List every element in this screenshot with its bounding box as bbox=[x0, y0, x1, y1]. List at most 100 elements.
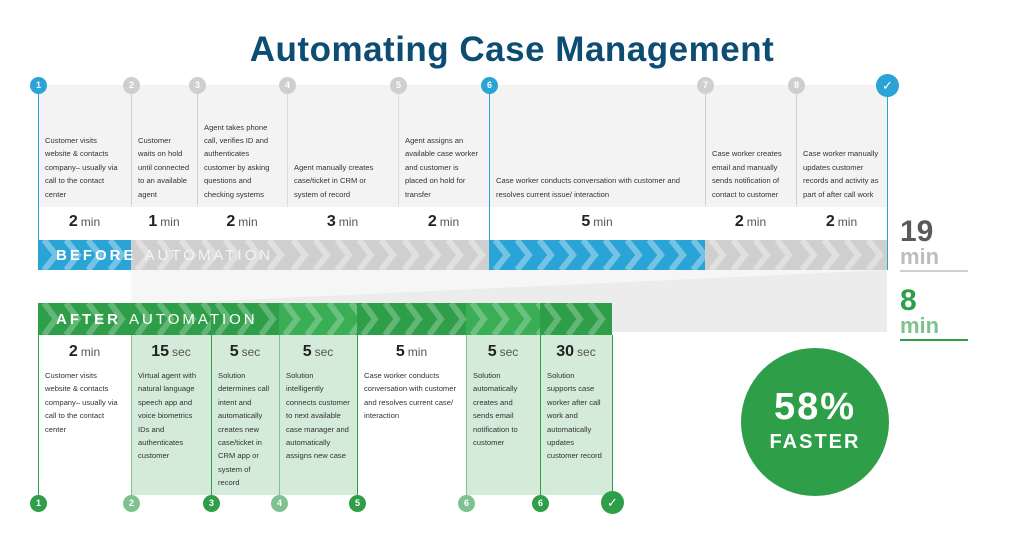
before-step-badge: 7 bbox=[697, 77, 714, 94]
before-divider-line bbox=[131, 85, 132, 205]
after-step-time-unit: sec bbox=[577, 345, 596, 359]
after-step-time-unit: min bbox=[407, 345, 428, 359]
after-step-time-number: 30 bbox=[556, 343, 575, 360]
after-step-column bbox=[211, 335, 279, 495]
before-divider-line bbox=[197, 85, 198, 205]
after-step-time-unit: sec bbox=[241, 345, 261, 359]
after-bar-label: AFTER AUTOMATION bbox=[56, 311, 258, 328]
before-bar-segment bbox=[287, 240, 398, 270]
after-step-time-unit: sec bbox=[499, 345, 519, 359]
after-step-column bbox=[131, 335, 211, 495]
after-step-badge: 2 bbox=[123, 495, 140, 512]
before-divider-line bbox=[796, 85, 797, 205]
before-step-time-unit: min bbox=[746, 215, 767, 229]
after-bar-segment bbox=[279, 303, 357, 335]
before-step-badge: 5 bbox=[390, 77, 407, 94]
before-step-description: Agent manually creates case/ticket in CR… bbox=[288, 85, 397, 207]
before-step-text: Agent takes phone call, verifies ID and … bbox=[204, 122, 270, 199]
before-step-time-number: 2 bbox=[68, 213, 78, 230]
before-bar-segment bbox=[197, 240, 287, 270]
before-divider-line bbox=[489, 85, 490, 270]
before-step-text: Agent assigns an available case worker a… bbox=[405, 135, 479, 199]
before-step-time-unit: min bbox=[238, 215, 258, 229]
chevron-pattern-icon bbox=[401, 240, 486, 270]
before-step-column bbox=[38, 85, 131, 207]
after-step-column bbox=[466, 335, 540, 495]
after-divider-line bbox=[211, 335, 212, 503]
before-step-badge: 6 bbox=[481, 77, 498, 94]
before-step-time-number: 3 bbox=[326, 213, 336, 230]
before-step-text: Agent manually creates case/ticket in CR… bbox=[294, 162, 374, 199]
after-step-column bbox=[357, 335, 466, 495]
after-step-time-number: 5 bbox=[229, 343, 239, 360]
before-step-time-number: 5 bbox=[581, 213, 591, 230]
after-step-time-number: 5 bbox=[487, 343, 497, 360]
before-label-bold: BEFORE bbox=[56, 247, 137, 264]
after-step-description: Customer visits website & contacts compa… bbox=[45, 371, 118, 434]
after-divider-line bbox=[357, 335, 358, 503]
after-step-time-number: 5 bbox=[302, 343, 312, 360]
before-step-column bbox=[705, 85, 796, 207]
before-step-badge: 1 bbox=[30, 77, 47, 94]
after-step-badge: 3 bbox=[203, 495, 220, 512]
before-step-column bbox=[197, 85, 287, 207]
after-step-time-unit: min bbox=[80, 345, 101, 359]
after-bar-segment bbox=[357, 303, 466, 335]
before-step-description: Agent assigns an available case worker a… bbox=[399, 85, 488, 207]
before-step-time-unit: min bbox=[439, 215, 460, 229]
chevron-pattern-icon bbox=[41, 240, 126, 270]
after-label-light: AUTOMATION bbox=[129, 311, 258, 328]
after-divider-line bbox=[131, 335, 132, 503]
after-step-description: Solution automatically creates and sends… bbox=[473, 371, 518, 448]
before-step-badge: 8 bbox=[788, 77, 805, 94]
after-step-badge: 1 bbox=[30, 495, 47, 512]
before-divider-line bbox=[287, 85, 288, 205]
before-step-badge: 2 bbox=[123, 77, 140, 94]
before-total-unit: min bbox=[900, 244, 940, 269]
before-step-text: Case worker creates email and manually s… bbox=[712, 149, 782, 199]
faster-percentage: 58% bbox=[773, 386, 857, 428]
chevron-pattern-icon bbox=[290, 240, 397, 270]
before-step-text: Customer visits website & contacts compa… bbox=[45, 135, 118, 199]
faster-badge: 58% FASTER bbox=[741, 348, 889, 496]
after-step-time-number: 15 bbox=[151, 343, 170, 360]
after-step-description: Virtual agent with natural language spee… bbox=[138, 371, 197, 461]
before-bar-segment bbox=[131, 240, 197, 270]
before-step-description: Customer visits website & contacts compa… bbox=[39, 85, 130, 207]
after-step-column bbox=[38, 335, 131, 495]
before-step-badge: 4 bbox=[279, 77, 296, 94]
after-step-time-number: 5 bbox=[395, 343, 405, 360]
after-step-description: Case worker conducts conversation with c… bbox=[364, 371, 457, 421]
after-divider-line bbox=[540, 335, 541, 503]
chevron-pattern-icon bbox=[41, 303, 126, 335]
after-step-column bbox=[540, 335, 612, 495]
chevron-pattern-icon bbox=[134, 303, 211, 335]
before-bar-segment bbox=[38, 240, 131, 270]
after-bar-segment bbox=[540, 303, 612, 335]
before-divider-line bbox=[887, 85, 888, 270]
after-divider-line bbox=[612, 335, 613, 503]
after-label-bold: AFTER bbox=[56, 311, 121, 328]
before-step-time-unit: min bbox=[837, 215, 858, 229]
after-step-badge: 6 bbox=[458, 495, 475, 512]
before-step-column bbox=[398, 85, 489, 207]
before-total-number: 19 bbox=[900, 215, 934, 248]
before-step-text: Case worker conducts conversation with c… bbox=[496, 176, 681, 199]
faster-label: FASTER bbox=[769, 431, 861, 453]
before-bar-segment bbox=[489, 240, 705, 270]
before-step-time-unit: min bbox=[338, 215, 359, 229]
before-step-time-unit: min bbox=[593, 215, 613, 229]
after-step-description: Solution intelligently connects customer… bbox=[286, 371, 350, 461]
after-step-column bbox=[279, 335, 357, 495]
before-step-text: Case worker manually updates customer re… bbox=[803, 149, 879, 199]
after-total-underline bbox=[900, 339, 968, 341]
